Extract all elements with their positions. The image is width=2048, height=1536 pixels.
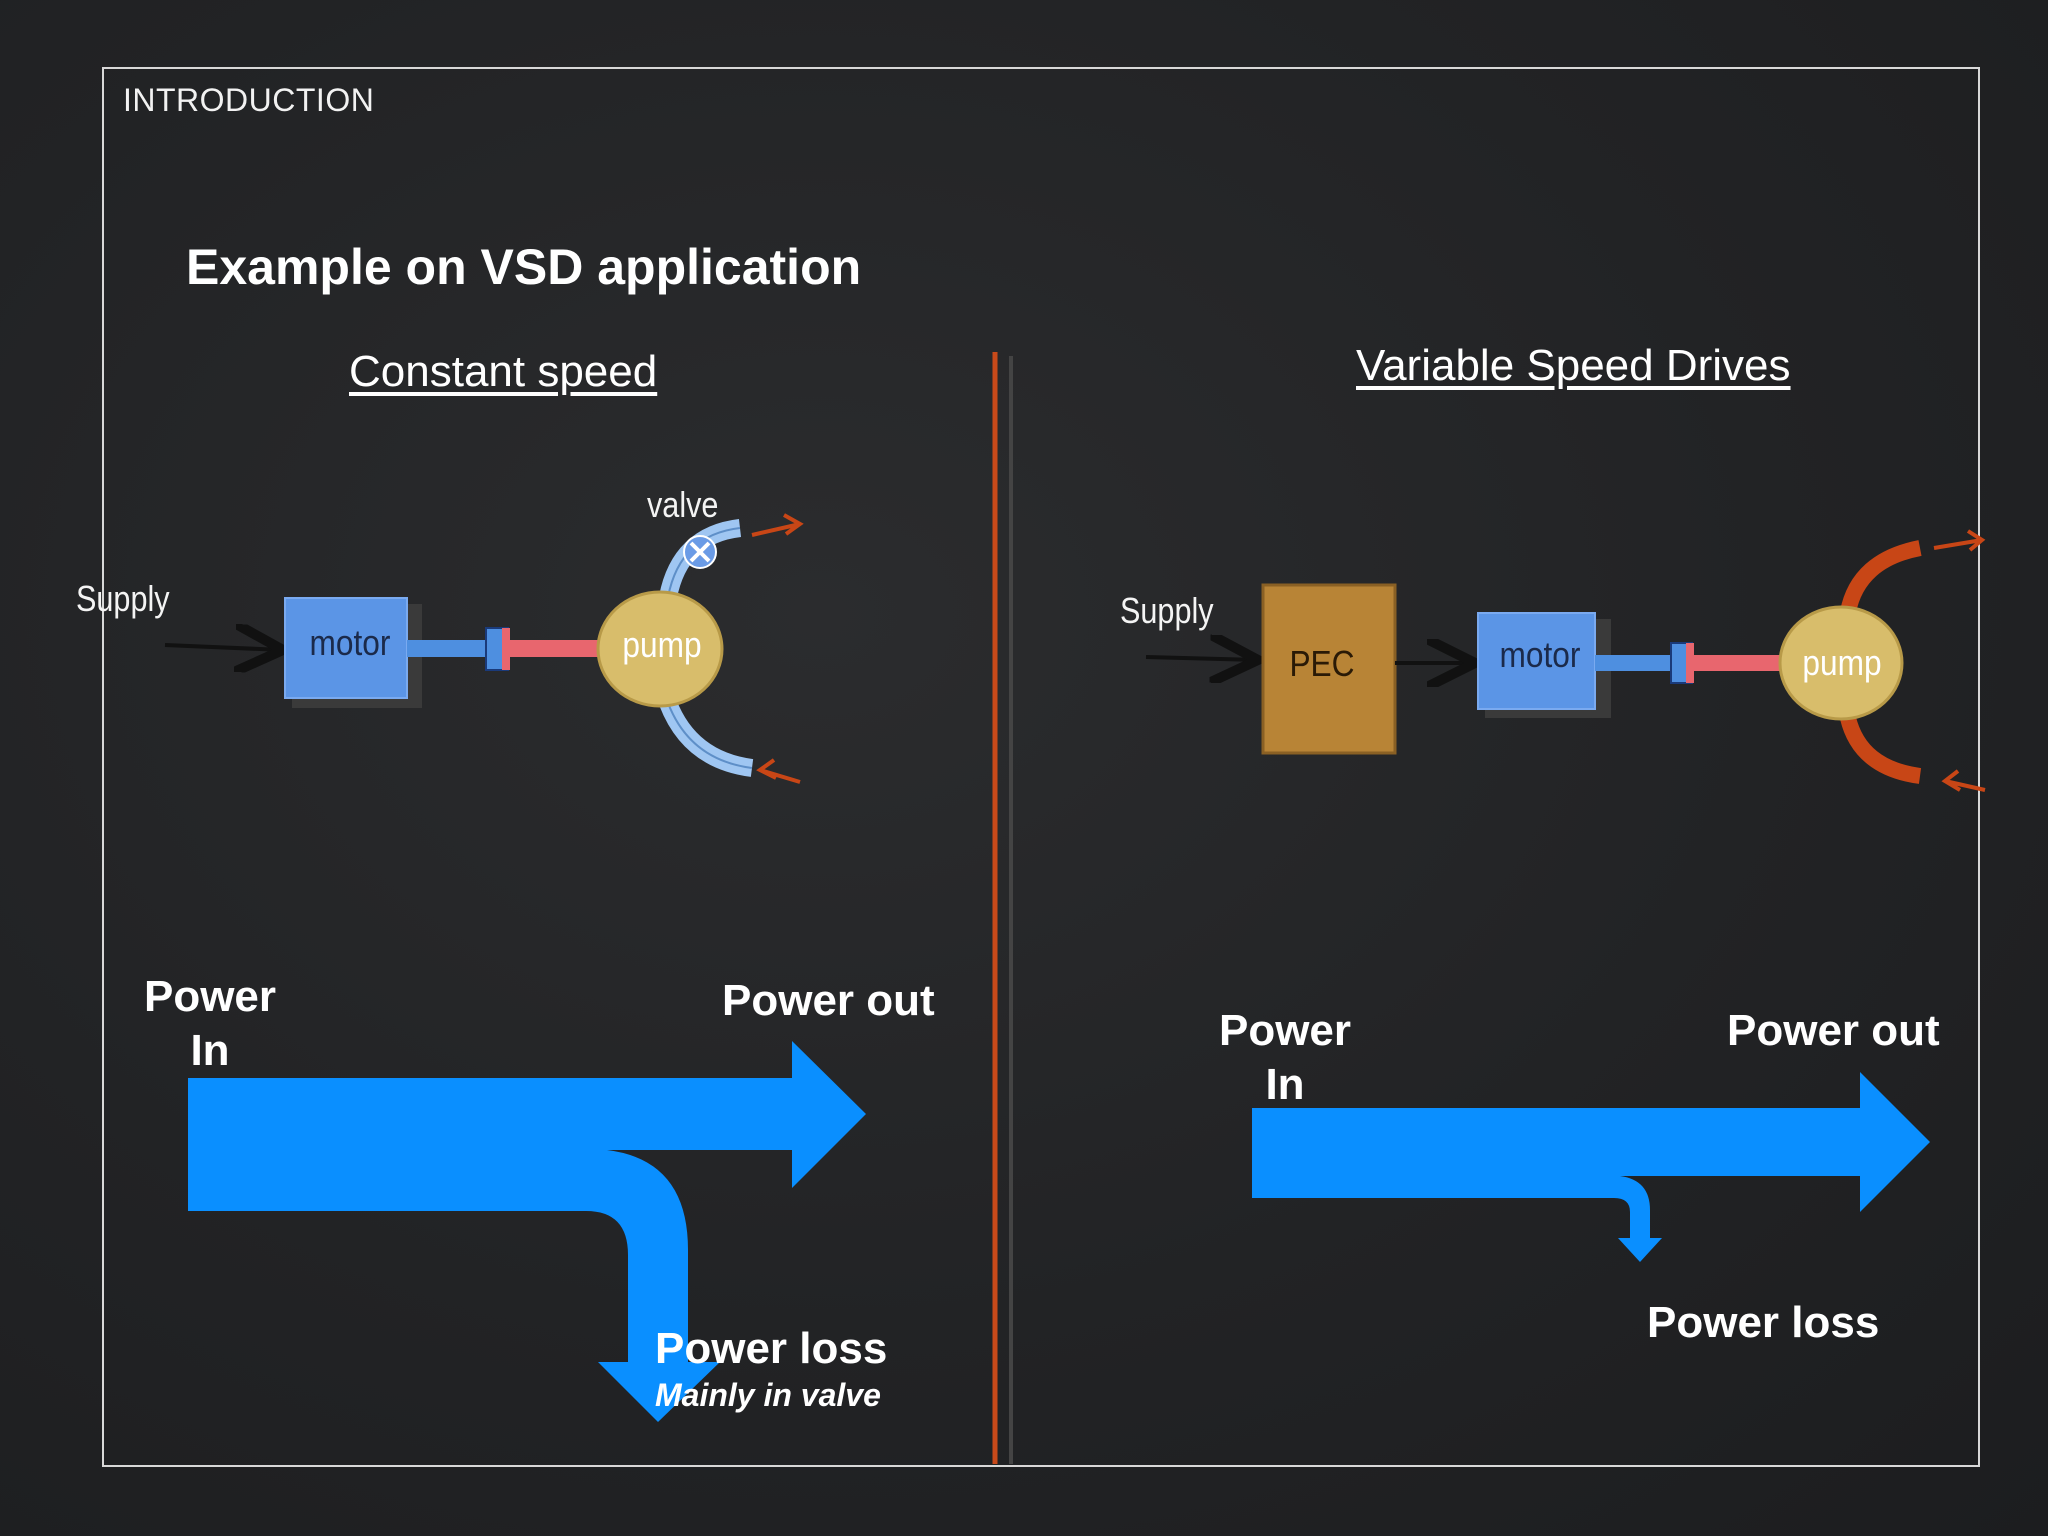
left-motor-box	[284, 597, 408, 699]
right-pipe-top	[1840, 540, 1922, 614]
left-coupling-red	[502, 628, 510, 670]
left-loss-note: Mainly in valve	[655, 1377, 881, 1413]
section-label: INTRODUCTION	[123, 82, 375, 118]
left-pipe-bottom-edge	[667, 702, 753, 769]
left-power-loss-label: Power loss	[655, 1324, 888, 1373]
right-supply-label: Supply	[1120, 590, 1214, 631]
right-power-flow-arrow	[1252, 1072, 1930, 1262]
left-inflow-arrow	[756, 758, 801, 784]
left-motor-label: motor	[310, 623, 391, 663]
right-power-loss-label: Power loss	[1647, 1298, 1880, 1347]
right-inflow-arrow	[1941, 769, 1986, 792]
valve-x-icon	[689, 541, 711, 563]
right-supply-arrow	[1145, 657, 1258, 660]
right-motor-label: motor	[1500, 635, 1581, 675]
left-pump-label: pump	[622, 625, 701, 665]
left-outflow-arrow	[751, 513, 804, 537]
vsd-heading: Variable Speed Drives	[1356, 341, 1791, 390]
left-power-flow-arrow	[188, 1041, 866, 1422]
right-coupling-red	[1686, 643, 1694, 683]
right-power-in-label: Power In	[1218, 1006, 1352, 1109]
left-supply-label: Supply	[76, 578, 170, 619]
right-pump-label: pump	[1802, 643, 1881, 683]
right-shaft-red	[1694, 655, 1780, 671]
valve-label: valve	[647, 484, 719, 525]
pec-box	[1261, 583, 1397, 755]
right-shaft-blue	[1595, 655, 1671, 671]
left-power-in-label: Power In	[143, 972, 277, 1075]
right-power-out-label: Power out	[1727, 1006, 1940, 1055]
left-shaft-red	[510, 640, 600, 657]
slide-title: Example on VSD application	[186, 239, 862, 295]
right-pipe-bottom	[1840, 715, 1922, 784]
left-pump	[596, 590, 724, 708]
left-power-out-label: Power out	[722, 976, 935, 1025]
right-outflow-arrow	[1933, 529, 1986, 552]
left-supply-arrow	[164, 645, 283, 650]
constant-speed-heading: Constant speed	[349, 347, 658, 396]
left-pipe-bottom	[659, 699, 754, 777]
right-pump	[1778, 605, 1904, 721]
pec-label: PEC	[1289, 644, 1354, 684]
left-shaft-blue	[407, 640, 487, 657]
slide-frame	[102, 67, 1980, 1467]
right-motor-box	[1477, 612, 1596, 710]
